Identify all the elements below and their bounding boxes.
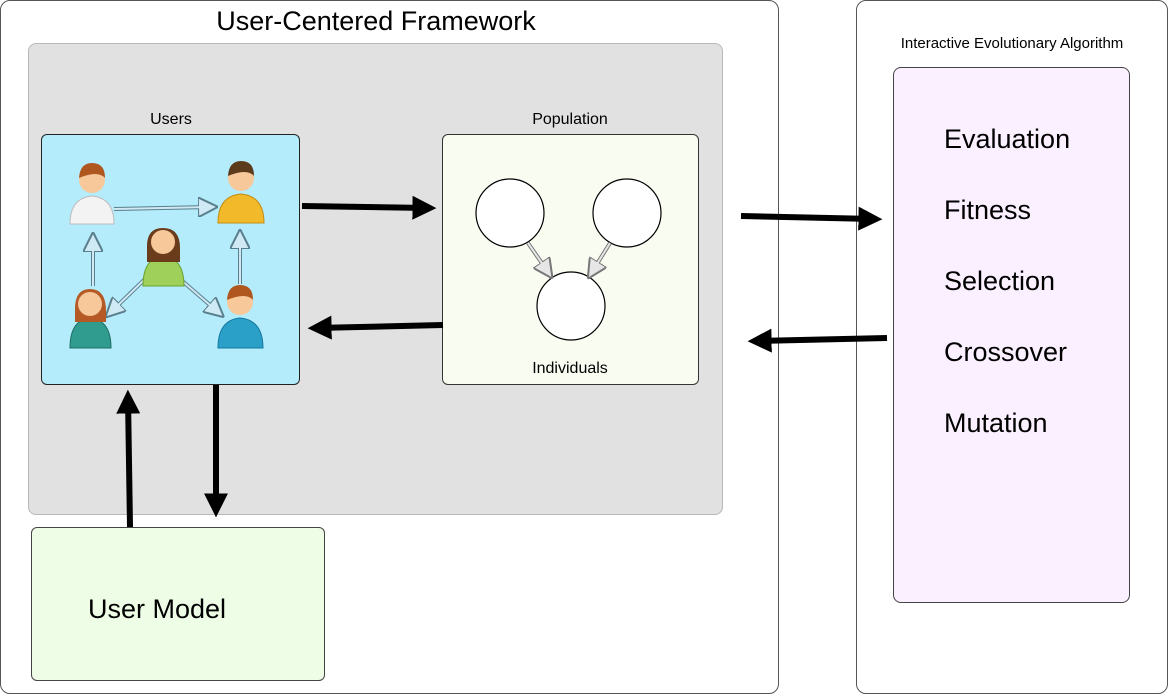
individual-node xyxy=(475,178,545,248)
user-model-box xyxy=(31,527,325,681)
flow-arrows xyxy=(116,195,888,528)
individual-node xyxy=(592,178,662,248)
population-box xyxy=(442,134,699,385)
person-icon xyxy=(69,163,115,225)
framework-title: User-Centered Framework xyxy=(216,6,536,36)
arrow-users-to-population xyxy=(301,195,437,220)
user-model-label: User Model xyxy=(88,594,227,624)
arrow-iea-to-framework xyxy=(747,328,888,353)
population-label: Population xyxy=(532,111,608,128)
individual-node xyxy=(536,271,606,341)
arrow-model-to-users xyxy=(116,389,141,528)
iea-step-evaluation: Evaluation xyxy=(944,124,1071,154)
iea-step-selection: Selection xyxy=(944,266,1056,296)
iea-title: Interactive Evolutionary Algorithm xyxy=(900,35,1124,52)
iea-steps-box xyxy=(893,67,1130,603)
iea-step-mutation: Mutation xyxy=(944,408,1048,438)
person-icon xyxy=(142,228,185,287)
iea-step-crossover: Crossover xyxy=(944,337,1068,367)
individuals-graph xyxy=(475,178,662,341)
iea-step-fitness: Fitness xyxy=(944,195,1032,225)
users-label: Users xyxy=(150,111,192,128)
individuals-label: Individuals xyxy=(532,360,608,377)
arrow-population-to-users xyxy=(307,315,444,340)
person-icon xyxy=(217,285,264,349)
person-icon xyxy=(69,289,112,349)
arrow-framework-to-iea xyxy=(740,206,883,231)
person-icon xyxy=(217,161,265,224)
